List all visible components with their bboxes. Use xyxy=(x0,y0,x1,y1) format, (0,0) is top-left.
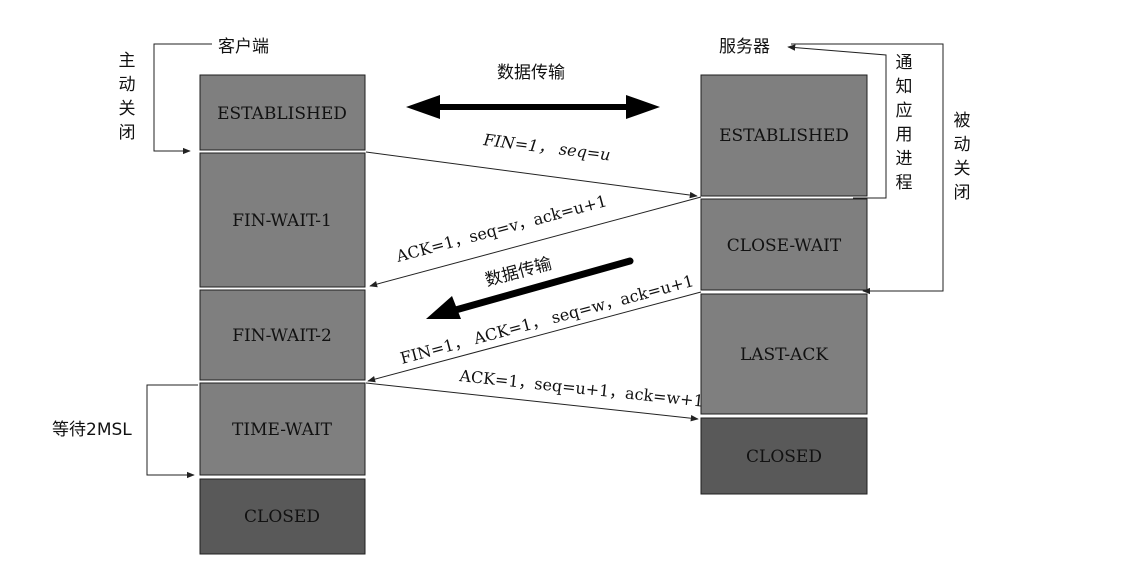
server-state-closed-label: CLOSED xyxy=(746,447,822,467)
data-transfer-mid-arrow xyxy=(426,257,634,319)
passive-close-bracket xyxy=(791,43,944,295)
client-state-fin-wait-2: FIN-WAIT-2 xyxy=(199,289,366,381)
active-close-bracket xyxy=(153,43,212,155)
server-state-established: ESTABLISHED xyxy=(700,74,868,197)
server-state-established-label: ESTABLISHED xyxy=(719,126,849,146)
fin1-label: FIN=1， seq=u xyxy=(482,130,612,165)
ack2-label: ACK=1，seq=u+1，ack=w+1 xyxy=(458,366,705,411)
server-state-closed: CLOSED xyxy=(700,417,868,495)
passive-close-char-3: 关 xyxy=(954,159,971,179)
data-transfer-top-label: 数据传输 xyxy=(497,63,565,83)
notify-app-char-1: 通 xyxy=(896,53,913,73)
server-state-close-wait: CLOSE-WAIT xyxy=(700,198,868,291)
client-state-closed: CLOSED xyxy=(199,478,366,555)
notify-app-char-2: 知 xyxy=(896,77,913,97)
client-state-established-label: ESTABLISHED xyxy=(217,104,347,124)
passive-close-char-4: 闭 xyxy=(954,183,971,203)
server-title: 服务器 xyxy=(719,37,770,57)
ack2-arrow xyxy=(365,382,699,422)
passive-close-char-2: 动 xyxy=(954,135,971,155)
client-state-closed-label: CLOSED xyxy=(244,507,320,527)
passive-close-label: 被 动 关 闭 xyxy=(954,111,971,203)
data-transfer-top-arrow xyxy=(406,95,660,119)
server-state-last-ack-label: LAST-ACK xyxy=(740,345,828,365)
fin2-arrow xyxy=(367,291,702,383)
wait-2msl-bracket xyxy=(146,384,198,479)
client-state-established: ESTABLISHED xyxy=(199,74,366,151)
fin1-arrow xyxy=(365,151,698,199)
ack1-label: ACK=1，seq=v，ack=u+1 xyxy=(393,191,609,266)
notify-app-label: 通 知 应 用 进 程 xyxy=(896,53,913,193)
client-state-fin-wait-1-label: FIN-WAIT-1 xyxy=(232,211,332,231)
ack1-arrow xyxy=(369,196,702,288)
notify-app-char-5: 进 xyxy=(896,149,913,169)
notify-app-char-6: 程 xyxy=(896,173,913,193)
active-close-char-4: 闭 xyxy=(119,123,136,143)
active-close-char-3: 关 xyxy=(119,99,136,119)
client-state-time-wait-label: TIME-WAIT xyxy=(232,420,333,440)
wait-2msl-label: 等待2MSL xyxy=(52,420,132,440)
client-state-fin-wait-2-label: FIN-WAIT-2 xyxy=(232,326,332,346)
server-state-last-ack: LAST-ACK xyxy=(700,293,868,415)
passive-close-char-1: 被 xyxy=(954,111,971,131)
client-state-time-wait: TIME-WAIT xyxy=(199,382,366,476)
active-close-char-2: 动 xyxy=(119,75,136,95)
server-state-close-wait-label: CLOSE-WAIT xyxy=(727,236,842,256)
client-title: 客户端 xyxy=(218,37,269,57)
notify-app-bracket xyxy=(787,44,887,199)
active-close-char-1: 主 xyxy=(119,51,136,71)
notify-app-char-4: 用 xyxy=(896,125,913,145)
notify-app-char-3: 应 xyxy=(896,101,913,121)
active-close-label: 主 动 关 闭 xyxy=(119,51,136,143)
client-state-fin-wait-1: FIN-WAIT-1 xyxy=(199,152,366,288)
